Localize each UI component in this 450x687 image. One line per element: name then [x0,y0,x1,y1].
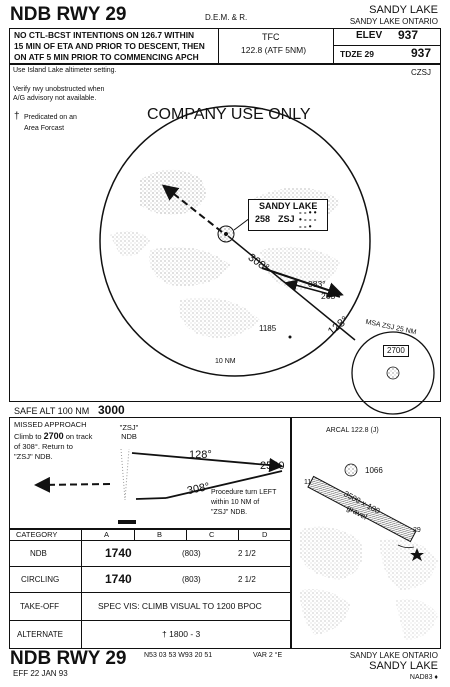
profile-altitude: 2500 [260,460,285,472]
range-ring-circle [99,105,371,377]
procedure-turn-in [285,279,341,298]
ndb-frequency: 258 [255,214,271,224]
safe-alt-value: 3000 [98,403,125,417]
runway-end-11: 11 [304,479,312,486]
msa-altitude-box [383,345,409,357]
circling-visibility: 2 1/2 [238,575,256,584]
category-b: B [157,530,163,539]
ndb-name: SANDY LAKE [259,201,318,211]
takeoff-label: TAKE-OFF [20,602,59,611]
obstacle-elevation: 1066 [365,466,383,475]
tfc-frequency: 122.8 (ATF 5NM) [241,45,307,55]
profile-ndb-label: "ZSJ" NDB [119,423,139,441]
category-header: CATEGORY [16,530,58,539]
elev-value: 937 [398,28,419,42]
airport-coordinates: N53 03 53 W93 20 51 [144,652,213,659]
plan-view [9,64,441,402]
category-a: A [104,530,110,539]
runway-threshold-bar [118,520,136,524]
spot-elevation: 1185 [259,324,277,333]
tdze-value: 937 [411,46,432,60]
footer-title: NDB RWY 29 [10,648,127,669]
runway [307,475,417,543]
footer-city-state: SANDY LAKE ONTARIO [349,651,438,660]
predicated-note: Predicated on an Area Forcast [24,114,77,132]
circling-minimums-label: CIRCLING [21,575,60,584]
aerodrome-view [291,417,441,649]
alternate-label: ALTERNATE [17,630,63,639]
ndb-hat: (803) [182,549,201,558]
dagger-symbol: † [14,111,20,122]
minimums-table [9,529,291,649]
circling-hat: (803) [182,575,201,584]
header-city-state: SANDY LAKE ONTARIO [349,17,438,26]
header-city: SANDY LAKE [369,4,438,16]
range-label: 10 NM [215,358,236,365]
effective-date: EFF 22 JAN 93 [13,669,68,678]
header-box [9,28,441,64]
ctl-bcst-note: NO CTL-BCST INTENTIONS ON 126.7 WITHIN 1… [14,30,205,62]
magnetic-variation: VAR 2 °E [253,652,283,659]
chart-title: NDB RWY 29 [10,4,127,25]
missed-approach-line2: of 308°. Return to [14,442,73,451]
ndb-morse-code: - - • •• - - -- - • [299,208,317,231]
missed-approach-title: MISSED APPROACH [14,420,87,429]
procedure-turn-note: Procedure turn LEFT within 10 NM of "ZSJ… [211,489,277,516]
obstacle-symbol [344,463,358,477]
datum: NAD83 ♦ [409,674,438,681]
ndb-callout-box [248,199,328,231]
ndb-cone [120,448,130,501]
airport-ident: CZSJ [411,68,431,77]
missed-approach-line3: "ZSJ" NDB. [14,452,53,461]
msa-circle [351,331,435,415]
beacon-star [410,548,424,561]
takeoff-minimums: SPEC VIS: CLIMB VISUAL TO 1200 BPOC [98,601,262,611]
circling-mda: 1740 [105,572,132,586]
profile-inbound [165,470,283,499]
category-c: C [209,530,215,539]
profile-missed-approach [34,476,111,493]
procedure-turn-out [261,267,344,298]
alternate-minimums: † 1800 - 3 [162,629,201,639]
ndb-minimums-label: NDB [30,549,47,558]
runway-end-29: 29 [413,527,421,534]
ndb-ident: ZSJ [278,214,295,224]
verify-note: Verify rwy unobstructed when A/G advisor… [13,86,105,102]
elev-label: ELEV [356,30,383,41]
category-d: D [262,530,268,539]
missed-approach-line1: Climb to 2700 on track [14,431,93,441]
ndb-mda: 1740 [105,546,132,560]
profile-outbound [131,452,284,473]
safe-alt-label: SAFE ALT 100 NM [14,406,90,416]
profile-view [9,417,291,529]
tfc-label: TFC [262,32,280,42]
course-083: 083° [308,279,326,289]
ndb-visibility: 2 1/2 [238,549,256,558]
footer-city: SANDY LAKE [369,660,438,672]
tdze-label: TDZE 29 [340,49,375,59]
msa-altitude: 2700 [387,346,405,355]
arcal-frequency: ARCAL 122.8 (J) [326,427,379,434]
altimeter-note: Use Island Lake altimeter setting. [13,67,117,74]
spot-elevation-dot [288,335,292,339]
profile-course-128: 128° [189,449,212,461]
publisher: D.E.M. & R. [205,13,248,22]
aerodrome-terrain [300,526,363,580]
course-263: 263° [321,291,339,301]
missed-approach-track [161,184,223,233]
